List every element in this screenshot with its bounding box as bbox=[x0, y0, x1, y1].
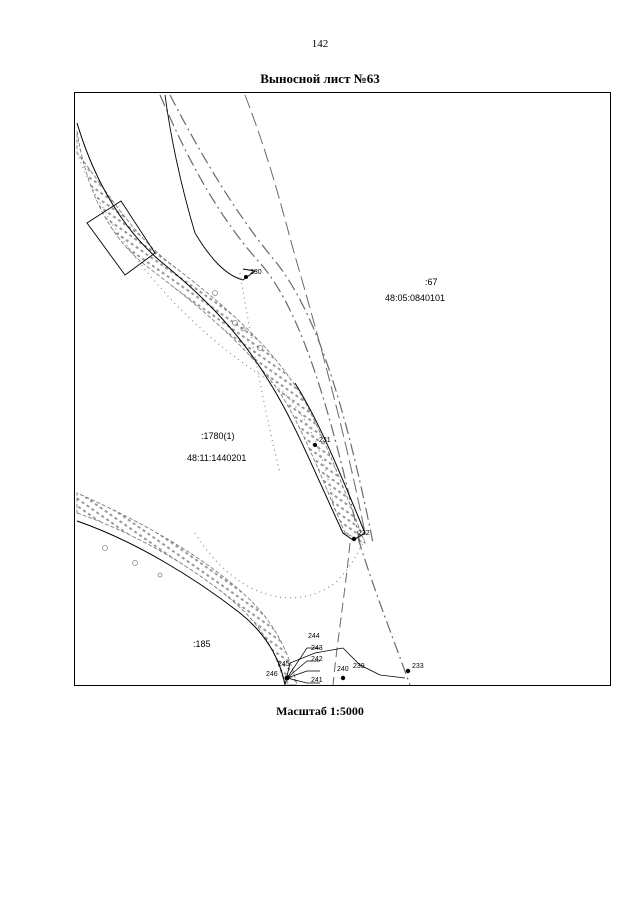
point-label-245: 245 bbox=[278, 661, 290, 668]
road-edge-1 bbox=[159, 94, 361, 544]
dotted-zone-3 bbox=[239, 272, 281, 474]
point-label-230: 230 bbox=[250, 269, 262, 276]
boundary-rect bbox=[86, 200, 156, 276]
parcel-label-1780: :1780(1) bbox=[201, 431, 235, 441]
sheet-title: Выносной лист №63 bbox=[260, 71, 380, 86]
boundary-line-bottom bbox=[284, 647, 406, 685]
road-edge-3 bbox=[244, 94, 366, 534]
point-label-244: 244 bbox=[308, 633, 320, 640]
page-number: 142 bbox=[311, 38, 329, 50]
point-label-243: 243 bbox=[311, 645, 323, 652]
dotted-zone-2 bbox=[194, 532, 366, 599]
point-label-233: 233 bbox=[412, 663, 424, 670]
point-label-239: 239 bbox=[353, 663, 365, 670]
scale-label: Масштаб 1:5000 bbox=[276, 704, 364, 718]
point-label-240: 240 bbox=[337, 666, 349, 673]
point-label-232: 232 bbox=[358, 530, 370, 537]
boundary-line-bay bbox=[164, 94, 257, 281]
point-label-241: 241 bbox=[311, 677, 323, 684]
parcel-label-67: :67 bbox=[425, 277, 438, 287]
parcel-label-185: :185 bbox=[193, 639, 211, 649]
quarter-label-1440201: 48:11:1440201 bbox=[187, 453, 247, 463]
point-label-231: 231 bbox=[319, 437, 331, 444]
point-leaders bbox=[286, 647, 320, 684]
boundary-line-lower bbox=[76, 520, 286, 685]
map-drawing bbox=[76, 94, 411, 685]
point-label-246: 246 bbox=[266, 671, 278, 678]
map-frame[interactable]: :67 48:05:0840101 :1780(1) 48:11:1440201… bbox=[74, 92, 611, 686]
road-edge-4 bbox=[357, 537, 411, 685]
road-edge-5 bbox=[332, 542, 351, 685]
dotted-zone-1 bbox=[76, 152, 336, 514]
quarter-label-0840101: 48:05:0840101 bbox=[385, 293, 446, 303]
boundary-line-upper bbox=[76, 122, 366, 541]
tree-markers bbox=[102, 290, 263, 578]
road-strip-lower bbox=[76, 492, 298, 685]
point-label-242: 242 bbox=[311, 656, 323, 663]
road-strip-upper bbox=[76, 130, 366, 544]
road-edge-2 bbox=[169, 94, 374, 544]
